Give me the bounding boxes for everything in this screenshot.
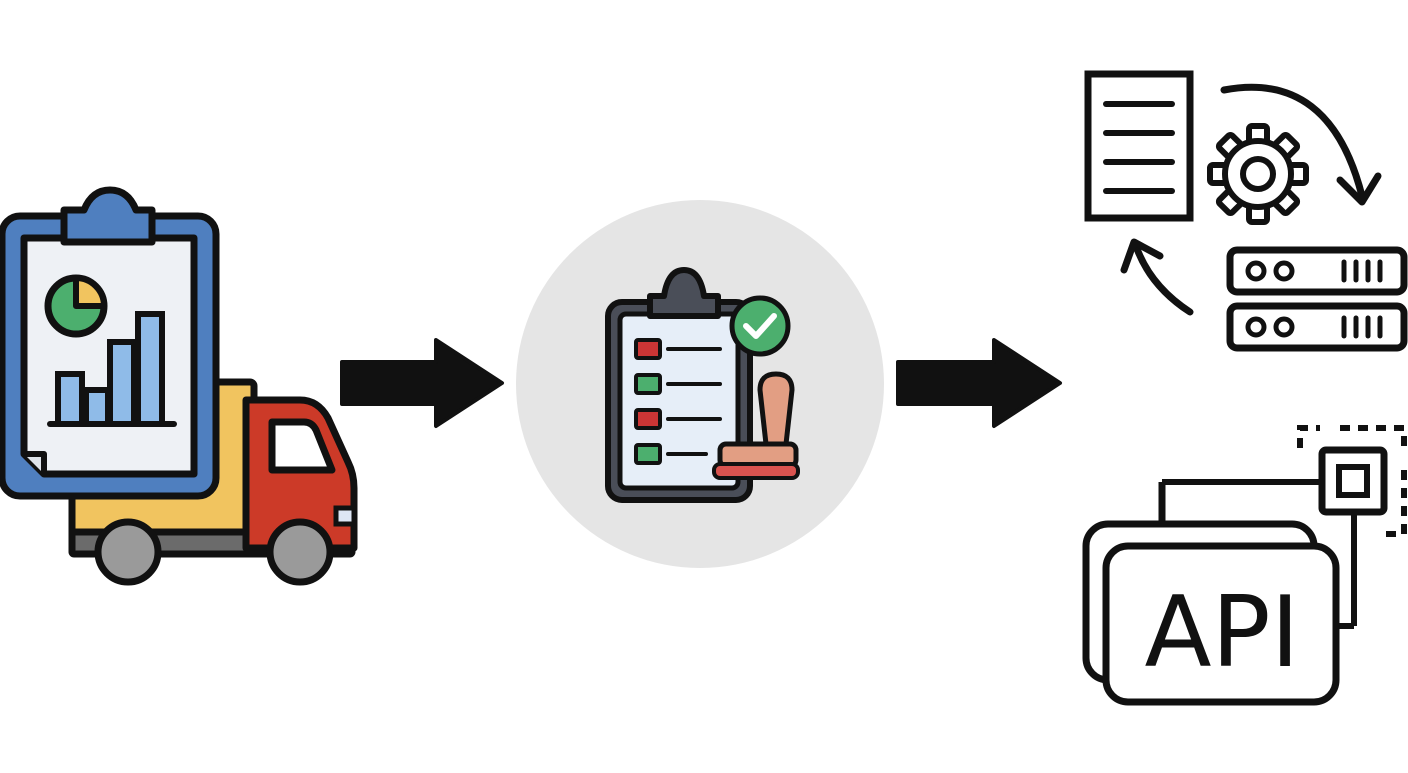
clipboard-chart-icon — [0, 186, 220, 500]
right-arrow-icon — [340, 338, 504, 428]
api-window-icon: API — [1082, 482, 1354, 706]
cycle-arrow-icon — [1120, 83, 1382, 316]
api-label: API — [1144, 576, 1299, 690]
server-rack-icon — [1226, 246, 1408, 352]
right-arrow-icon — [896, 338, 1062, 428]
checklist-approval-icon — [516, 200, 884, 568]
gear-icon — [1207, 123, 1309, 225]
document-icon — [1084, 70, 1194, 222]
chip-icon — [1162, 425, 1407, 626]
